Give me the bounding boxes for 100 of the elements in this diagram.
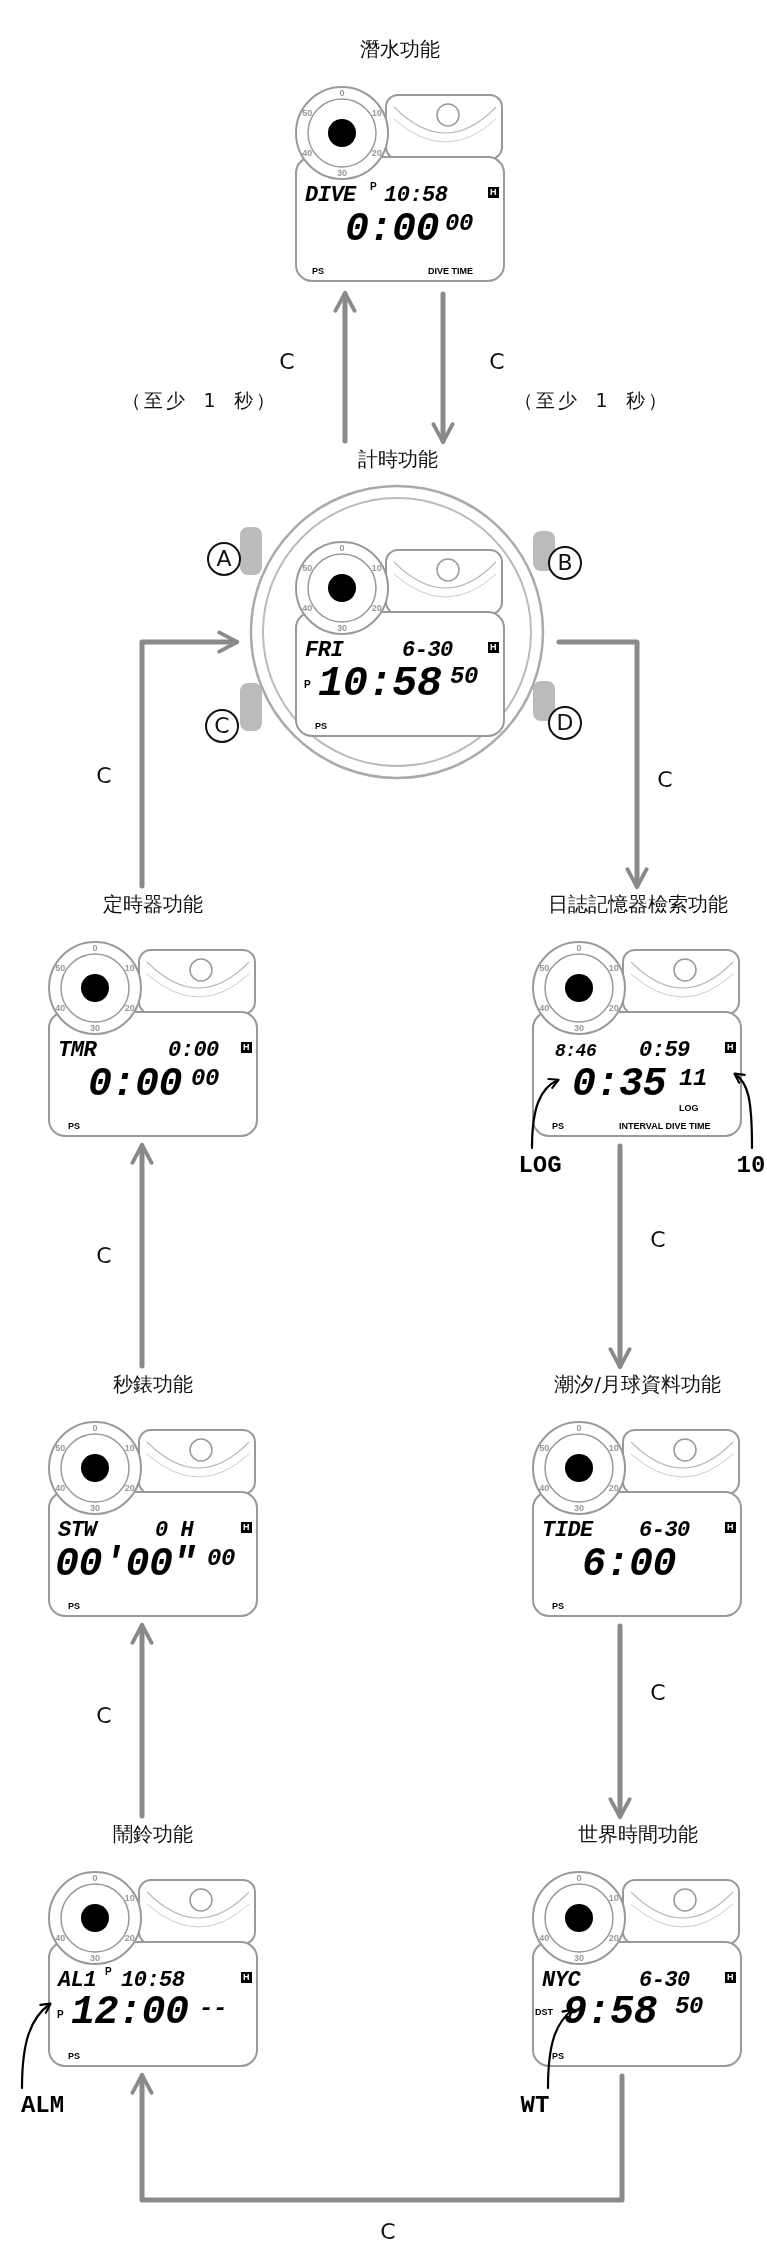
- bezel-number: 10: [371, 108, 382, 118]
- bezel-number: 40: [55, 1933, 66, 1943]
- lcd-text: 50: [450, 665, 478, 689]
- arrow: [608, 1143, 632, 1370]
- lcd-text: 6:00: [582, 1545, 676, 1585]
- display-label: PS: [68, 1122, 80, 1131]
- lcd-text: 6-30: [639, 1520, 690, 1542]
- bezel-number: 40: [539, 1933, 550, 1943]
- button-marker: C: [205, 709, 239, 743]
- duration-note: （至少 1 秒）: [514, 390, 670, 410]
- indicator-badge: H: [241, 1042, 252, 1053]
- bezel-number: 10: [371, 563, 382, 573]
- lcd-label: LOG: [495, 1150, 585, 1180]
- bezel-number: 10: [608, 1893, 619, 1903]
- lcd-text: 0:59: [639, 1040, 690, 1062]
- indicator-badge: H: [241, 1972, 252, 1983]
- bezel-number: 30: [574, 1023, 584, 1033]
- bezel-number: 0: [92, 1423, 98, 1433]
- display-label: P: [105, 1967, 112, 1977]
- button-marker: D: [548, 706, 582, 740]
- display-label: INTERVAL DIVE TIME: [619, 1122, 711, 1131]
- lcd-text: 00'00": [55, 1545, 197, 1585]
- bezel-number: 30: [574, 1953, 584, 1963]
- button-marker: A: [207, 542, 241, 576]
- lcd-text: 9:58: [563, 1993, 657, 2033]
- lcd-text: TMR: [58, 1040, 97, 1062]
- arrow: [556, 639, 649, 890]
- arrow: [130, 1622, 154, 1819]
- mode-title: 計時功能: [356, 446, 439, 473]
- arrow: [431, 291, 455, 445]
- mode-title: 定時器功能: [101, 891, 204, 918]
- indicator-badge: H: [488, 187, 499, 198]
- lcd-text: FRI: [305, 640, 344, 662]
- display-label: DST: [535, 2008, 553, 2017]
- arrow: [130, 1142, 154, 1369]
- lcd-text: AL1: [58, 1970, 97, 1992]
- bezel-number: 20: [371, 148, 382, 158]
- bezel-number: 20: [608, 1933, 619, 1943]
- lcd-text: TIDE: [542, 1520, 593, 1542]
- bezel-number: 0: [576, 1423, 582, 1433]
- bezel-number: 20: [608, 1483, 619, 1493]
- bezel-number: 10: [608, 1443, 619, 1453]
- bezel-number: 0: [339, 88, 345, 98]
- bezel-number: 50: [302, 563, 313, 573]
- display-label: PS: [312, 267, 324, 276]
- bezel-number: 20: [124, 1003, 135, 1013]
- bezel-number: 40: [55, 1003, 66, 1013]
- bezel-number: 20: [124, 1483, 135, 1493]
- lcd-text: 0:00: [88, 1065, 182, 1105]
- lcd-text: 10:58: [121, 1970, 185, 1992]
- bezel-number: 50: [539, 963, 550, 973]
- mode-title: 世界時間功能: [576, 1821, 699, 1848]
- mode-title: 秒錶功能: [111, 1371, 194, 1398]
- lcd-text: 50: [675, 1995, 703, 2019]
- bezel-number: 40: [539, 1003, 550, 1013]
- bezel-number: 10: [124, 1443, 135, 1453]
- bezel-number: 40: [302, 603, 313, 613]
- bezel-number: 20: [608, 1003, 619, 1013]
- bezel-number: 10: [608, 963, 619, 973]
- lcd-text: 10:58: [318, 663, 442, 705]
- lcd-label: WT: [505, 2090, 565, 2120]
- arrow: [20, 2002, 52, 2090]
- lcd-text: 0 H: [155, 1520, 194, 1542]
- arrow: [733, 1072, 754, 1150]
- bezel-number: 10: [124, 963, 135, 973]
- bezel-number: 0: [92, 943, 98, 953]
- indicator-badge: H: [725, 1522, 736, 1533]
- bezel-number: 30: [337, 623, 347, 633]
- button-marker: B: [548, 546, 582, 580]
- lcd-label: 10: [735, 1150, 767, 1180]
- display-label: DIVE TIME: [428, 267, 473, 276]
- lcd-text: 0:00: [345, 210, 439, 250]
- display-label: P: [304, 680, 311, 690]
- bezel-number: 30: [574, 1503, 584, 1513]
- display-label: LOG: [679, 1104, 699, 1113]
- display-label: PS: [552, 1122, 564, 1131]
- indicator-badge: H: [241, 1522, 252, 1533]
- indicator-badge: H: [725, 1972, 736, 1983]
- bezel-number: 40: [55, 1483, 66, 1493]
- arrow: [546, 2008, 574, 2090]
- arrow: [333, 290, 357, 444]
- lcd-text: DIVE: [305, 185, 356, 207]
- lcd-label: ALM: [0, 2090, 85, 2120]
- bezel-number: 50: [55, 1443, 66, 1453]
- bezel-number: 0: [339, 543, 345, 553]
- bezel-number: 20: [371, 603, 382, 613]
- mode-title: 潛水功能: [359, 36, 441, 63]
- display-label: PS: [315, 722, 327, 731]
- lcd-text: 6-30: [639, 1970, 690, 1992]
- bezel-number: 40: [302, 148, 313, 158]
- lcd-text: 00: [191, 1067, 219, 1091]
- display-label: P: [57, 2010, 64, 2020]
- bezel-number: 40: [539, 1483, 550, 1493]
- mode-title: 鬧鈴功能: [111, 1821, 194, 1848]
- lcd-text: 12:00: [71, 1993, 189, 2033]
- lcd-text: 00: [445, 212, 473, 236]
- lcd-text: 0:35: [572, 1065, 666, 1105]
- display-label: PS: [552, 2052, 564, 2061]
- bezel-number: 20: [124, 1933, 135, 1943]
- indicator-badge: H: [488, 642, 499, 653]
